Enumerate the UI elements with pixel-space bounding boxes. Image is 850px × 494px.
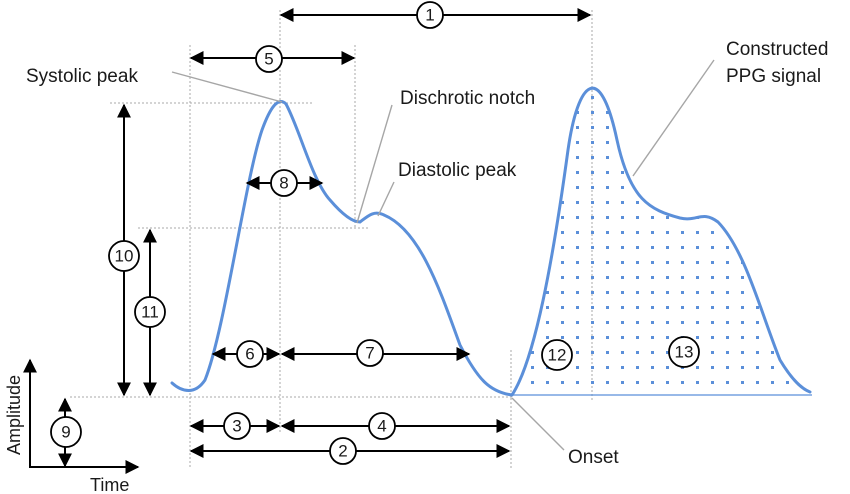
marker-1: 1: [416, 1, 444, 29]
marker-5: 5: [255, 45, 283, 73]
svg-text:4: 4: [377, 417, 386, 436]
marker-8: 8: [270, 169, 298, 197]
marker-2: 2: [329, 437, 357, 465]
marker-7: 7: [356, 339, 384, 367]
svg-text:13: 13: [675, 343, 694, 362]
leader-lines: [171, 59, 715, 451]
marker-13: 13: [668, 336, 700, 368]
marker-9: 9: [50, 416, 82, 448]
marker-3: 3: [223, 412, 251, 440]
label-constructed-line1: Constructed: [726, 39, 828, 60]
svg-text:10: 10: [115, 247, 134, 266]
axes: Amplitude Time: [4, 358, 140, 494]
label-dicrotic-notch: Dischrotic notch: [400, 88, 535, 109]
ppg-waveform: [170, 86, 812, 397]
label-constructed-line2: PPG signal: [726, 66, 821, 87]
svg-text:6: 6: [245, 345, 254, 364]
label-systolic-peak: Systolic peak: [26, 66, 138, 87]
numbered-markers: 1 5 8 10 11 6 7 12 13 3 4 2 9: [50, 1, 700, 465]
svg-text:9: 9: [61, 423, 70, 442]
marker-4: 4: [368, 412, 396, 440]
label-diastolic-peak: Diastolic peak: [398, 160, 517, 181]
svg-text:3: 3: [232, 417, 241, 436]
annotations: Systolic peak Dischrotic notch Diastolic…: [26, 39, 828, 468]
axis-label-time: Time: [90, 475, 129, 494]
marker-11: 11: [134, 296, 166, 328]
svg-text:1: 1: [425, 6, 434, 25]
svg-text:11: 11: [141, 303, 159, 322]
axis-label-amplitude: Amplitude: [4, 375, 24, 455]
marker-6: 6: [236, 340, 264, 368]
svg-text:5: 5: [264, 50, 273, 69]
svg-text:12: 12: [548, 346, 567, 365]
marker-10: 10: [108, 240, 140, 272]
svg-text:7: 7: [365, 344, 374, 363]
svg-text:8: 8: [279, 174, 288, 193]
marker-12: 12: [541, 339, 573, 371]
label-onset: Onset: [568, 447, 619, 468]
svg-text:2: 2: [338, 442, 347, 461]
